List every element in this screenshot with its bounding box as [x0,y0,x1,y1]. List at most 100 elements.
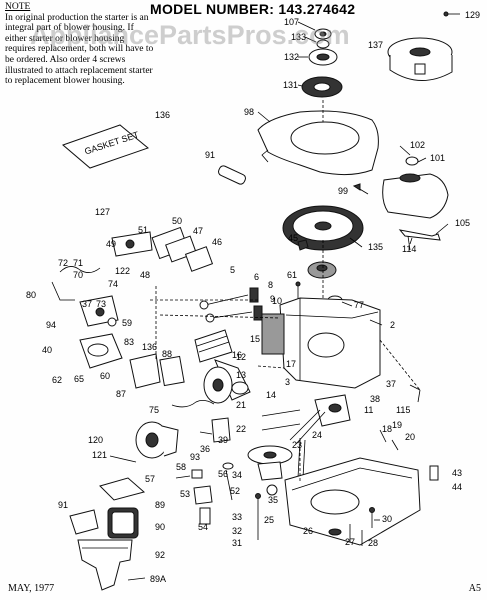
part-label: 50 [172,216,182,226]
part-label: 90 [155,522,165,532]
filter-adapter-91 [69,509,99,535]
part-label: 18 [382,424,392,434]
part-label: 12 [236,352,246,362]
drain-plug-26 [328,528,342,536]
filter-element-90 [107,507,139,539]
part-labels: 107 129 133 137 132 131 98 136 91 102 10… [26,10,480,584]
part-label: 75 [149,405,159,415]
assembly-leader-lines [150,100,421,482]
coil-part [307,261,337,279]
part-label: 19 [392,420,402,430]
blower-housing-98 [257,110,379,176]
part-label: 61 [287,270,297,280]
part-label: 36 [200,444,210,454]
muffler-nut-102 [405,156,419,166]
part-label: 5 [230,265,235,275]
part-label: 89A [150,574,166,584]
air-cleaner-cover-120 [135,421,179,459]
part-label: 38 [370,394,380,404]
part-label: 40 [42,345,52,355]
fuel-line-75 [171,400,215,408]
part-label: 10 [272,296,282,306]
seal-107 [314,28,332,40]
crankshaft-11 [289,394,351,445]
part-label: 73 [96,299,106,309]
part-label: 32 [232,526,242,536]
part-label: 102 [410,140,425,150]
part-label: 6 [254,272,259,282]
tappets-21-22 [261,409,301,431]
screw-43-44 [429,465,439,481]
part-label: 94 [46,320,56,330]
part-label: 48 [140,270,150,280]
part-label: 56 [218,469,228,479]
arm-54 [199,507,211,525]
part-label: 3 [285,377,290,387]
spring-58-57 [175,469,203,479]
part-label: 121 [92,450,107,460]
plate-46 [184,246,214,272]
part-label: 105 [455,218,470,228]
part-label: 45 [288,233,298,243]
part-label: 132 [284,52,299,62]
part-label: 92 [155,550,165,560]
part-label: 53 [180,489,190,499]
part-label: 25 [264,515,274,525]
part-label: 15 [250,334,260,344]
part-label: 135 [368,242,383,252]
seal-133 [316,39,330,49]
part-label: 93 [190,452,200,462]
part-label: 91 [205,150,215,160]
starter-spring-131 [301,76,343,98]
part-label: 51 [138,225,148,235]
lever-53 [193,485,213,505]
note-heading: NOTE [5,2,31,12]
cylinder-block-2 [261,297,381,389]
part-label: 137 [368,40,383,50]
spring-122-wire [51,266,101,301]
screw-129 [443,11,460,17]
model-number-title: MODEL NUMBER: 143.274642 [150,1,356,17]
part-label: 65 [74,374,84,384]
starter-pulley-132 [308,48,338,66]
part-label: 34 [232,470,242,480]
part-label: 57 [145,474,155,484]
bolts-27-28 [349,524,363,546]
starter-cup-137 [387,37,453,81]
part-label: 2 [390,320,395,330]
screw-121 [109,455,137,463]
part-label: 8 [268,280,273,290]
footer-date: MAY, 1977 [8,583,55,594]
part-label: 70 [73,270,83,280]
part-label: 54 [198,522,208,532]
part-label: 98 [244,107,254,117]
muffler-101 [382,173,449,219]
screws-19-20 [379,429,399,451]
intake-136 [129,353,161,389]
carburetor-body [79,295,119,327]
part-label: 77 [354,300,364,310]
part-label: 133 [291,32,306,42]
part-label: 26 [303,526,313,536]
part-label: 44 [452,482,462,492]
note-text: In original production the starter is an… [5,12,154,87]
part-label: 30 [382,514,392,524]
camshaft-24 [297,439,306,479]
part-label: 122 [115,266,130,276]
label-leaders [257,21,449,521]
part-label: 33 [232,512,242,522]
part-label: 49 [106,239,116,249]
part-label: 91 [58,500,68,510]
part-label: 23 [292,440,302,450]
part-label: 20 [405,432,415,442]
part-label: 59 [122,318,132,328]
part-label: 120 [88,435,103,445]
part-label: 99 [338,186,348,196]
oil-sump-25 [284,457,421,546]
part-label: 131 [283,80,298,90]
part-label: 46 [212,237,222,247]
part-label: 47 [193,226,203,236]
piston-15 [194,329,233,363]
note-block: NOTE In original production the starter … [5,2,155,87]
